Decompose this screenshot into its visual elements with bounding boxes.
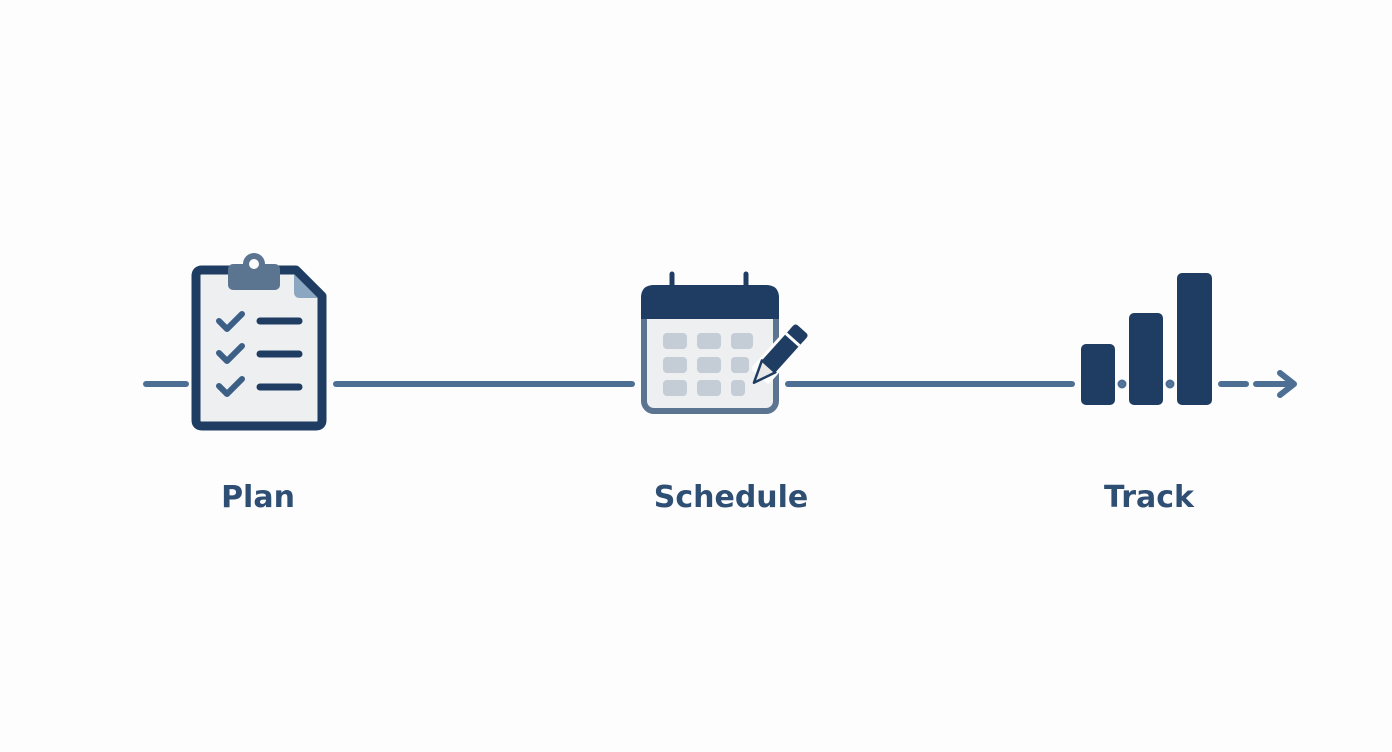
- calendar-pencil-icon: [641, 271, 812, 414]
- timeline-connector: [143, 379, 1293, 389]
- step-label-track: Track: [1104, 480, 1194, 515]
- pencil-icon: [751, 320, 812, 385]
- clipboard-checklist-icon: [191, 253, 327, 431]
- arrow-head-icon: [1277, 370, 1297, 398]
- step-label-schedule: Schedule: [653, 480, 809, 515]
- bar-chart-icon: [1081, 273, 1212, 405]
- step-label-plan: Plan: [221, 480, 295, 515]
